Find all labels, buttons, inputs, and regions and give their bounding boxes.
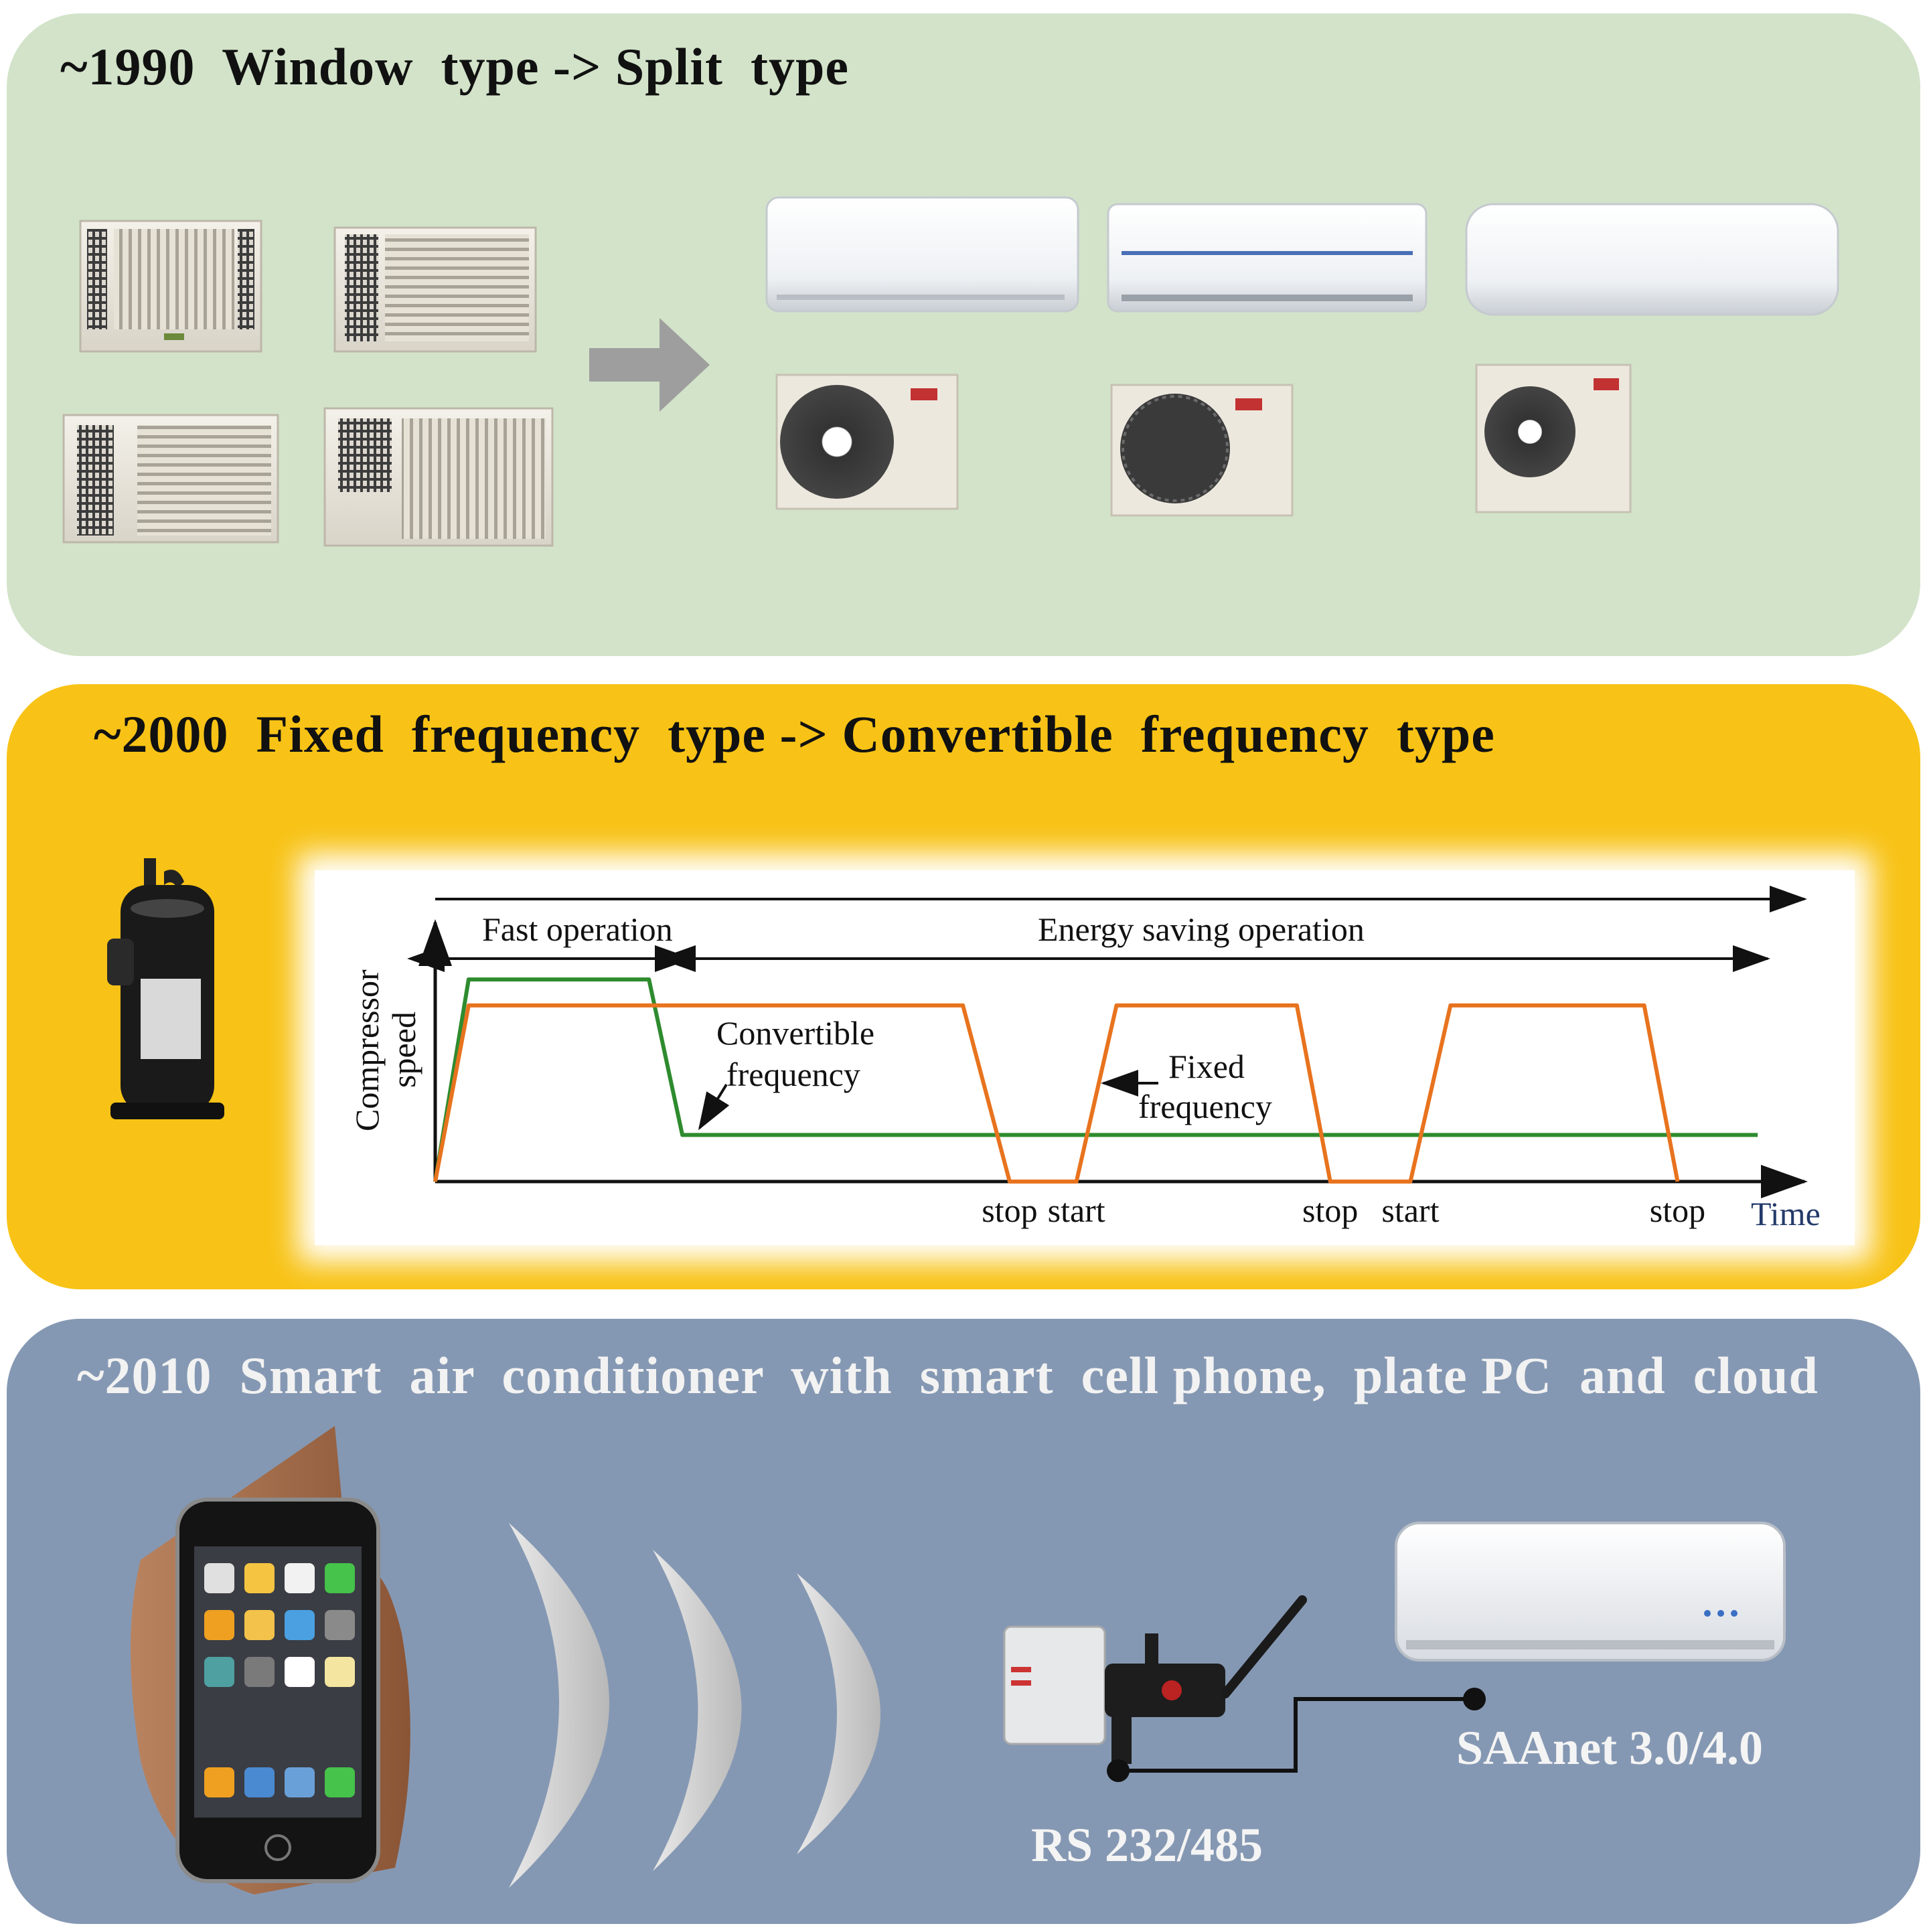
panel-2010-illustration [131, 1426, 1786, 1895]
window-unit-2 [333, 226, 537, 353]
phase-fast-label: Fast operation [482, 910, 673, 948]
panel-1990: ~1990 Window type -> Split type [7, 13, 1920, 656]
x-event-label-start: start [1381, 1192, 1439, 1229]
split-outdoor-unit-3 [1475, 364, 1632, 513]
split-indoor-unit-3 [1465, 203, 1839, 316]
rs-label: RS 232/485 [1031, 1818, 1263, 1872]
panel-2000-title: ~2000 Fixed frequency type -> Convertibl… [94, 705, 1495, 763]
annotation-fixed-line1: Fixed [1168, 1048, 1245, 1085]
x-event-label-stop: stop [982, 1192, 1037, 1229]
panel-1990-illustration [62, 196, 1839, 547]
window-unit-1 [79, 220, 262, 353]
window-unit-4 [323, 407, 554, 547]
split-indoor-unit-1 [765, 196, 1079, 313]
rs-gateway-device [1003, 1595, 1307, 1764]
x-event-label-stop: stop [1650, 1192, 1705, 1229]
panel-2010: ~2010 Smart air conditioner with smart c… [7, 1319, 1920, 1924]
y-axis-label-line1: Compressor [348, 969, 386, 1131]
panel-1990-title: ~1990 Window type -> Split type [60, 37, 849, 96]
smart-air-conditioner [1395, 1522, 1786, 1662]
smartphone-icon [131, 1426, 410, 1895]
window-unit-3 [62, 414, 279, 544]
panel-2010-title: ~2010 Smart air conditioner with smart c… [77, 1346, 1819, 1404]
transition-arrow-icon [589, 318, 710, 412]
series-fixed-frequency-line [433, 1003, 1680, 1184]
rs-cable [1107, 1688, 1486, 1782]
x-axis-label: Time [1751, 1195, 1821, 1232]
split-outdoor-unit-1 [775, 374, 959, 510]
phase-energy-label: Energy saving operation [1038, 910, 1365, 948]
wireless-signal-icon [509, 1523, 880, 1888]
y-axis-label-line2: speed [385, 1012, 422, 1088]
split-indoor-unit-2 [1107, 203, 1428, 313]
split-outdoor-unit-2 [1110, 384, 1294, 517]
annotation-fixed-line2: frequency [1138, 1088, 1272, 1125]
annotation-convertible-line2: frequency [726, 1056, 860, 1093]
x-event-label-stop: stop [1302, 1192, 1358, 1229]
series-convertible-frequency-line [433, 977, 1758, 1182]
annotation-convertible-arrow [698, 1083, 730, 1131]
saanet-label: SAAnet 3.0/4.0 [1456, 1721, 1764, 1775]
annotation-convertible-line1: Convertible [716, 1014, 874, 1052]
x-event-label-start: start [1048, 1192, 1105, 1229]
compressor-illustration [107, 858, 224, 1119]
